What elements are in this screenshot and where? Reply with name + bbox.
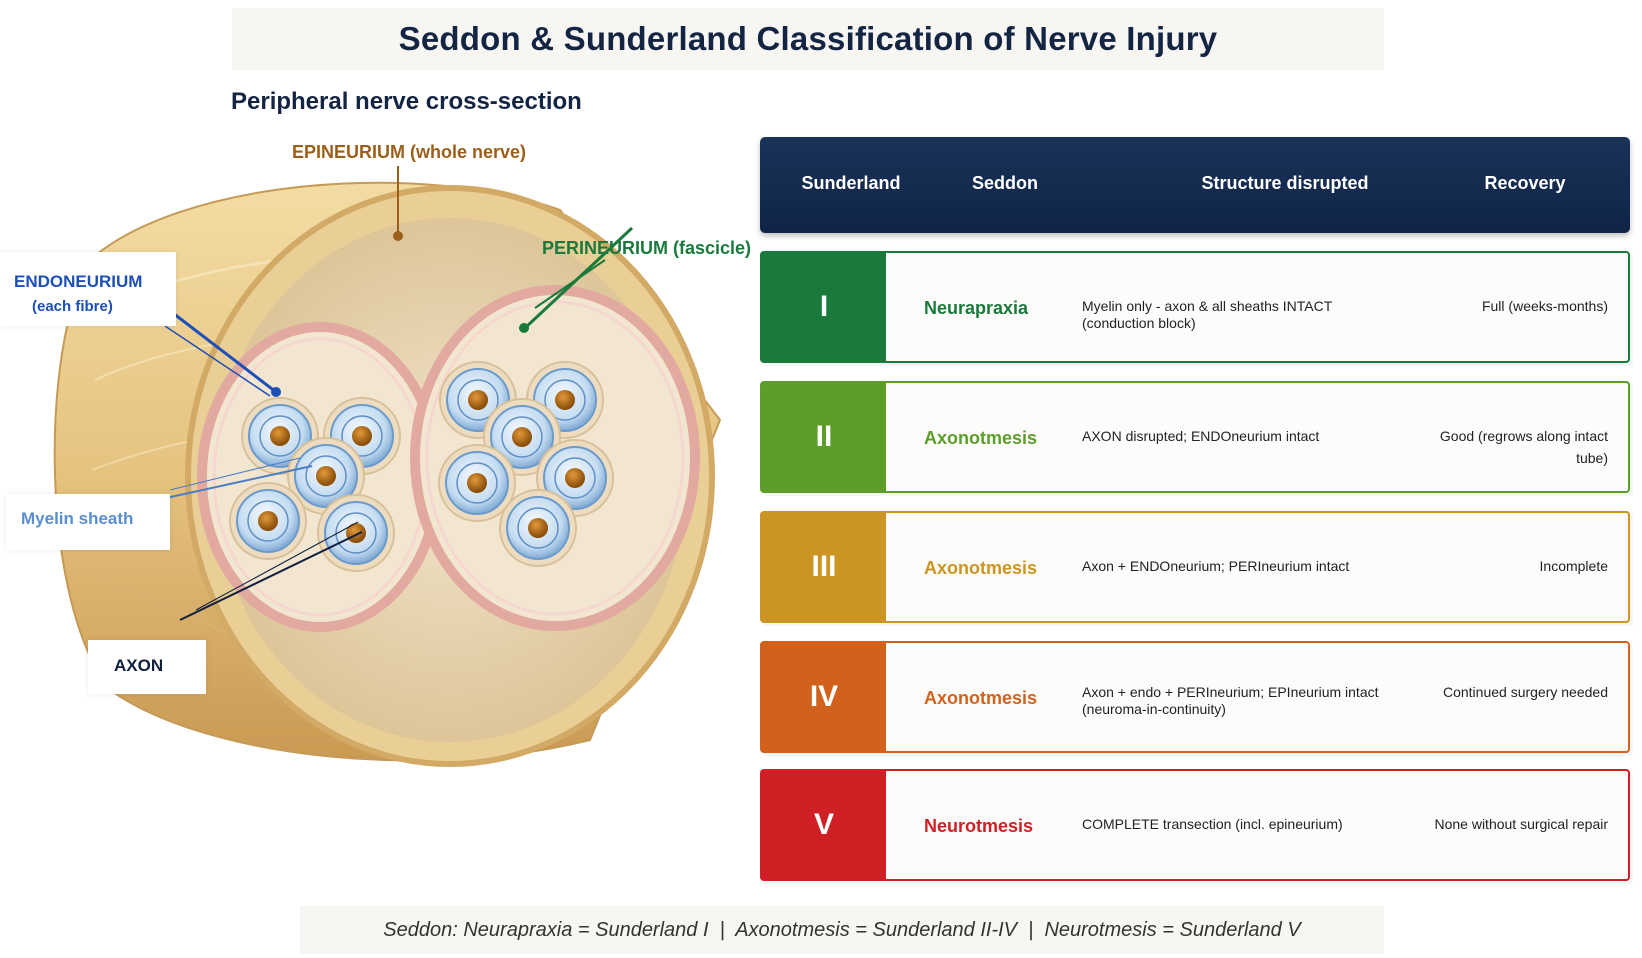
recovery-outcome: Good (regrows along intact tube) [1439, 428, 1608, 466]
myelin-label: Myelin sheath [21, 509, 134, 528]
axon [258, 511, 278, 531]
endoneurium-label: ENDONEURIUM [14, 272, 143, 291]
seddon-class: Axonotmesis [924, 428, 1038, 448]
table-row-grade-5: V Neurotmesis COMPLETE transection (incl… [760, 769, 1630, 881]
seddon-class: Axonotmesis [924, 558, 1038, 578]
header-recovery: Recovery [1484, 173, 1566, 193]
perineurium-label: PERINEURIUM (fascicle) [542, 238, 752, 258]
recovery-outcome: Incomplete [1539, 558, 1608, 574]
axon [346, 523, 366, 543]
epineurium-label: EPINEURIUM (whole nerve) [292, 142, 527, 162]
table-row-grade-1: I Neurapraxia Myelin only - axon & all s… [760, 251, 1630, 363]
axon [467, 473, 487, 493]
axon-label: AXON [114, 656, 164, 675]
grade-badge: IV [762, 643, 886, 751]
table-row-grade-3: III Axonotmesis Axon + ENDOneurium; PERI… [760, 511, 1630, 623]
nerve-cross-section [53, 166, 722, 767]
seddon-class: Axonotmesis [924, 688, 1038, 708]
header-structure: Structure disrupted [1201, 173, 1369, 193]
recovery-outcome: Continued surgery needed [1442, 684, 1608, 700]
axon [468, 390, 488, 410]
seddon-class: Neurapraxia [924, 298, 1029, 318]
table-row-grade-2: II Axonotmesis AXON disrupted; ENDOneuri… [760, 381, 1630, 493]
structure-disrupted: Myelin only - axon & all sheaths INTACT … [1082, 298, 1333, 331]
title-bar: Seddon & Sunderland Classification of Ne… [232, 8, 1384, 70]
seddon-class: Neurotmesis [924, 816, 1034, 836]
grade-badge: I [762, 253, 886, 361]
myelin-label-box [6, 494, 170, 550]
axon [270, 426, 290, 446]
axon [316, 466, 336, 486]
structure-disrupted: AXON disrupted; ENDOneurium intact [1082, 428, 1320, 444]
nerve-fibre [229, 482, 307, 560]
axon [565, 468, 585, 488]
header-sunderland: Sunderland [801, 173, 901, 193]
structure-disrupted: Axon + endo + PERIneurium; EPIneurium in… [1082, 684, 1379, 717]
nerve-fibre [438, 444, 516, 522]
footer-text: Seddon: Neurapraxia = Sunderland I | Axo… [383, 918, 1301, 941]
table-row-grade-4: IV Axonotmesis Axon + endo + PERIneurium… [760, 641, 1630, 753]
nerve-fibre [317, 494, 395, 572]
grade-badge: V [762, 771, 886, 879]
page-title: Seddon & Sunderland Classification of Ne… [398, 20, 1218, 57]
footer-note: Seddon: Neurapraxia = Sunderland I | Axo… [300, 906, 1384, 954]
header-seddon: Seddon [972, 173, 1038, 193]
axon [512, 427, 532, 447]
endoneurium-sublabel: (each fibre) [32, 298, 113, 315]
endoneurium-label-box [0, 252, 176, 326]
nerve-fibre [536, 439, 614, 517]
recovery-outcome: None without surgical repair [1434, 816, 1608, 832]
structure-disrupted: COMPLETE transection (incl. epineurium) [1082, 816, 1343, 832]
nerve-fibre [499, 489, 577, 567]
grade-badge: III [762, 513, 886, 621]
structure-disrupted: Axon + ENDOneurium; PERIneurium intact [1082, 558, 1350, 574]
grade-badge: II [762, 383, 886, 491]
axon-label-box [88, 640, 206, 694]
axon [528, 518, 548, 538]
axon [555, 390, 575, 410]
table-header: Sunderland Seddon Structure disrupted Re… [760, 137, 1630, 233]
diagram-subtitle: Peripheral nerve cross-section [231, 88, 582, 115]
axon [352, 426, 372, 446]
recovery-outcome: Full (weeks-months) [1481, 298, 1608, 314]
